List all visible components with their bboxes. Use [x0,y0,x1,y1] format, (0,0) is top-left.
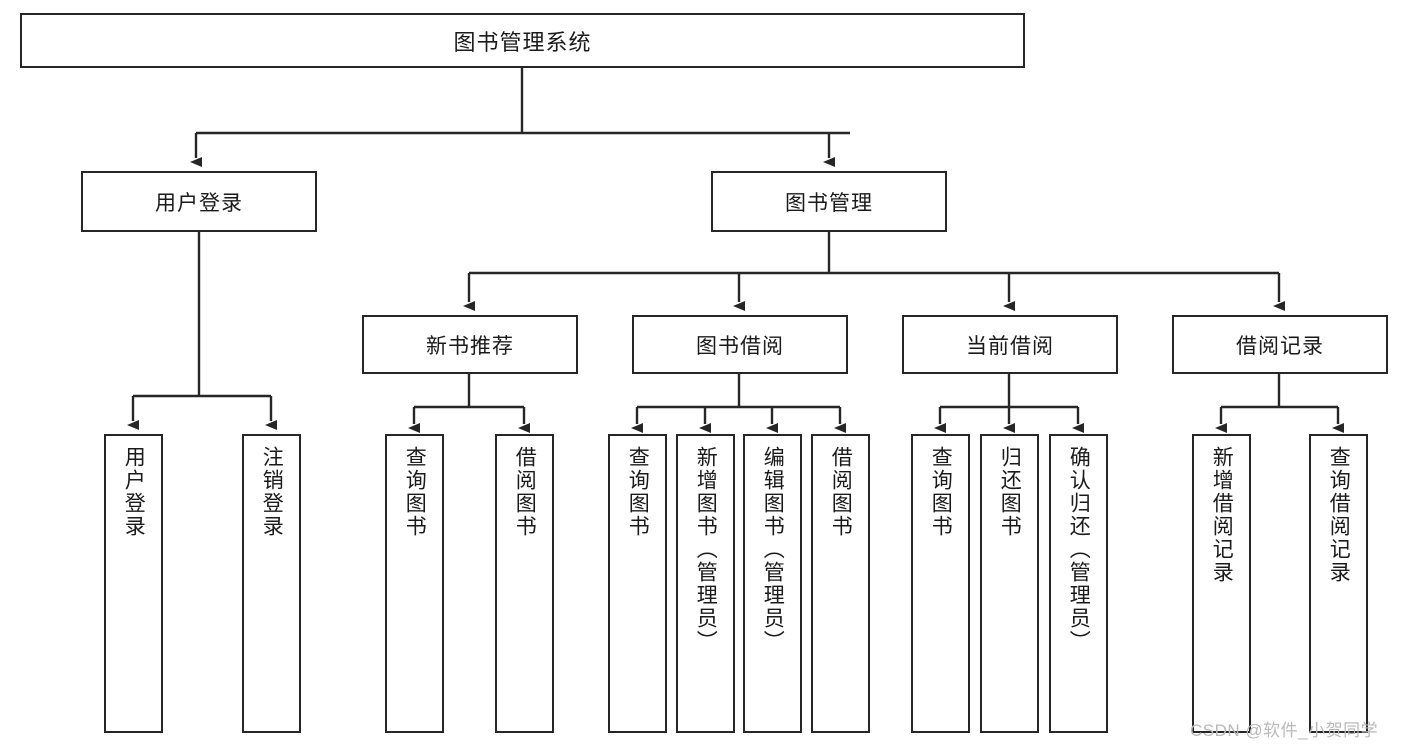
node-leaf-query-book-1-label: 查询图书 [403,446,427,538]
node-leaf-return-book-label: 归还图书 [998,446,1022,538]
node-leaf-confirm-return[interactable]: 确认归还（管理员） [1049,434,1108,733]
node-leaf-user-login-label: 用户登录 [122,446,146,538]
node-user-login-label: 用户登录 [155,191,243,215]
node-borrow-record[interactable]: 借阅记录 [1172,315,1388,374]
node-new-book-recommend[interactable]: 新书推荐 [362,315,578,374]
watermark-text: CSDN @软件_小贺同学 [1190,721,1379,740]
node-leaf-query-record[interactable]: 查询借阅记录 [1309,434,1368,733]
node-leaf-borrow-book-1[interactable]: 借阅图书 [495,434,554,733]
node-leaf-user-login[interactable]: 用户登录 [104,434,163,733]
node-current-borrow-label: 当前借阅 [966,334,1054,358]
node-leaf-return-book[interactable]: 归还图书 [980,434,1039,733]
node-user-login[interactable]: 用户登录 [81,171,317,232]
node-leaf-add-record-label: 新增借阅记录 [1210,446,1234,584]
node-current-borrow[interactable]: 当前借阅 [902,315,1118,374]
node-book-borrow[interactable]: 图书借阅 [632,315,848,374]
node-leaf-query-record-label: 查询借阅记录 [1327,446,1351,584]
node-leaf-edit-book-label: 编辑图书（管理员） [761,446,785,653]
node-leaf-confirm-return-label: 确认归还（管理员） [1067,446,1091,653]
node-leaf-borrow-book-2[interactable]: 借阅图书 [811,434,870,733]
node-borrow-record-label: 借阅记录 [1236,334,1324,358]
node-leaf-query-book-1[interactable]: 查询图书 [385,434,444,733]
node-root[interactable]: 图书管理系统 [20,13,1025,68]
node-leaf-logout[interactable]: 注销登录 [242,434,301,733]
node-new-book-recommend-label: 新书推荐 [426,334,514,358]
node-leaf-logout-label: 注销登录 [260,446,284,538]
node-book-manage[interactable]: 图书管理 [711,171,947,232]
node-leaf-query-book-2[interactable]: 查询图书 [608,434,667,733]
node-leaf-add-book-label: 新增图书（管理员） [694,446,718,653]
node-leaf-borrow-book-1-label: 借阅图书 [513,446,537,538]
node-book-borrow-label: 图书借阅 [696,334,784,358]
node-leaf-edit-book[interactable]: 编辑图书（管理员） [743,434,802,733]
node-book-manage-label: 图书管理 [785,191,873,215]
node-leaf-borrow-book-2-label: 借阅图书 [829,446,853,538]
node-leaf-add-record[interactable]: 新增借阅记录 [1192,434,1251,733]
node-leaf-query-book-2-label: 查询图书 [626,446,650,538]
node-leaf-add-book[interactable]: 新增图书（管理员） [676,434,735,733]
node-root-label: 图书管理系统 [453,29,592,55]
node-leaf-query-book-3[interactable]: 查询图书 [911,434,970,733]
node-leaf-query-book-3-label: 查询图书 [929,446,953,538]
